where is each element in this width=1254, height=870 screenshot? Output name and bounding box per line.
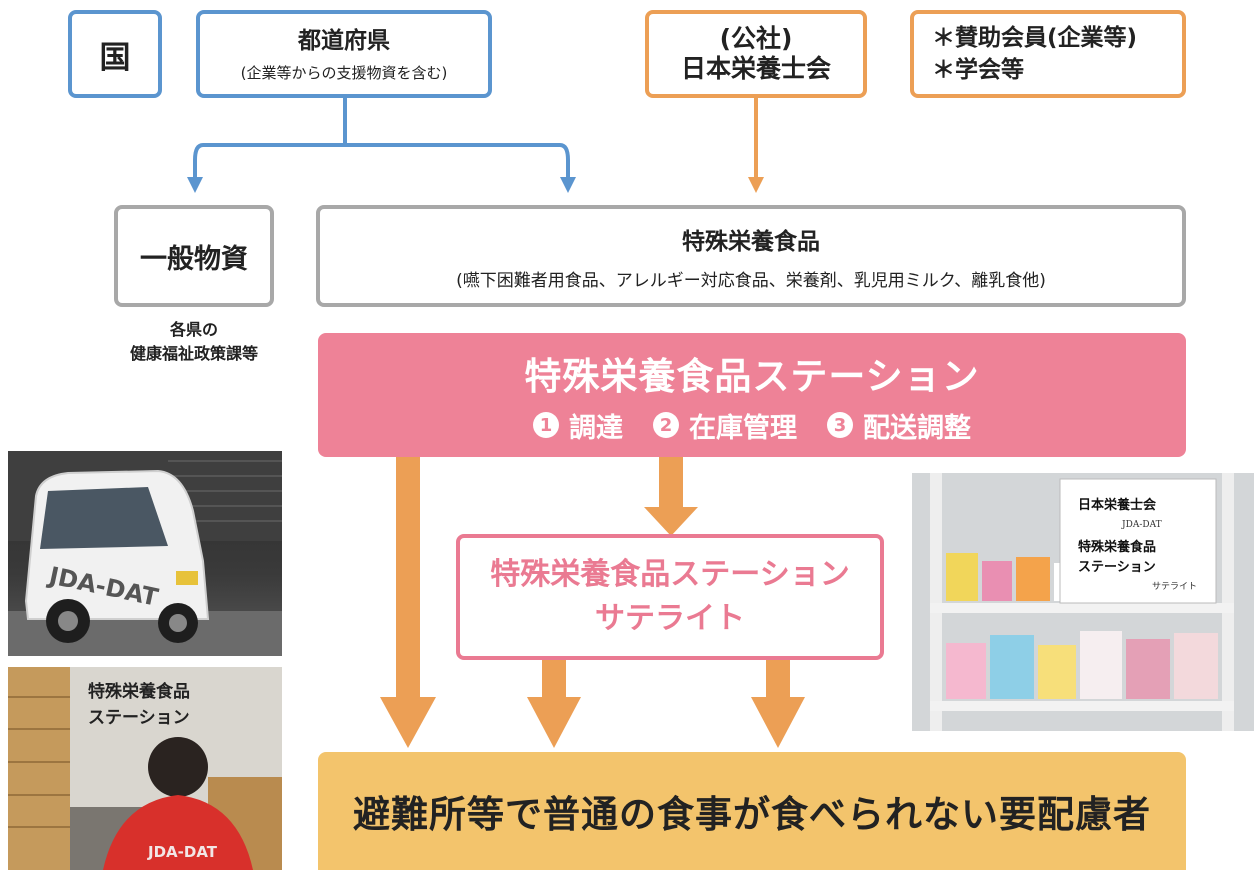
prefecture-title: 都道府県 [298,27,390,54]
station-title: 特殊栄養食品ステーション [524,354,980,398]
special-food-title: 特殊栄養食品 [682,228,820,255]
national-government-label: 国 [99,39,131,76]
general-supplies-note-line1: 各県の [169,320,218,339]
satellite-to-target-arrow-right [751,660,805,748]
boxes-sign-line2: ステーション [88,708,190,728]
step-number-badge: 2 [653,412,679,438]
jda-box: (公社) 日本栄養士会 [645,10,867,98]
step-label: 在庫管理 [689,412,797,444]
jda-line1: (公社) [719,24,793,53]
boxes-shirt-text: JDA-DAT [147,843,218,861]
station-step-procurement: 1 調達 [533,406,623,445]
supporters-line1: ＊賛助会員(企業等) [932,25,1138,51]
jda-line2: 日本栄養士会 [680,54,831,83]
prefecture-note: (企業等からの支援物資を含む) [240,63,448,82]
step-label: 配送調整 [863,412,971,444]
special-food-box: 特殊栄養食品 (嚥下困難者用食品、アレルギー対応食品、栄養剤、乳児用ミルク、離乳… [316,205,1186,307]
prefecture-connector [187,98,576,193]
station-to-target-arrow [380,457,436,748]
station-to-satellite-arrow [644,457,698,536]
step-number-badge: 3 [827,412,853,438]
van-photo: JDA-DAT [8,451,282,656]
station-step-delivery: 3 配送調整 [827,406,971,445]
satellite-line1: 特殊栄養食品ステーション [490,557,850,592]
general-supplies-note-line2: 健康福祉政策課等 [129,344,258,363]
general-supplies-note: 各県の 健康福祉政策課等 [100,318,288,366]
satellite-to-target-arrow-left [527,660,581,748]
satellite-line2: サテライト [595,601,745,636]
shelf-sign-line5: サテライト [1152,581,1197,592]
boxes-illustration: 特殊栄養食品 ステーション JDA-DAT [8,667,282,870]
supporters-box: ＊賛助会員(企業等) ＊学会等 [910,10,1186,98]
step-number-badge: 1 [533,412,559,438]
boxes-sign-line1: 特殊栄養食品 [88,681,190,702]
national-government-box: 国 [68,10,162,98]
station-step-inventory: 2 在庫管理 [653,406,797,445]
special-food-examples: (嚥下困難者用食品、アレルギー対応食品、栄養剤、乳児用ミルク、離乳食他) [456,270,1046,291]
step-label: 調達 [569,412,623,444]
station-boxes-photo: 特殊栄養食品 ステーション JDA-DAT [8,667,282,870]
shelf-illustration: 日本栄養士会 JDA-DAT 特殊栄養食品 ステーション サテライト [912,473,1254,731]
target-recipients-box: 避難所等で普通の食事が食べられない要配慮者 [318,752,1186,870]
supporters-line2: ＊学会等 [932,57,1024,83]
general-supplies-box: 一般物資 [114,205,274,307]
satellite-station-box: 特殊栄養食品ステーション サテライト [456,534,884,660]
special-food-station-box: 特殊栄養食品ステーション 1 調達 2 在庫管理 3 配送調整 [318,333,1186,457]
station-steps: 1 調達 2 在庫管理 3 配送調整 [533,406,971,445]
satellite-shelf-photo: 日本栄養士会 JDA-DAT 特殊栄養食品 ステーション サテライト [912,473,1254,731]
van-illustration: JDA-DAT [8,451,282,656]
target-label: 避難所等で普通の食事が食べられない要配慮者 [353,793,1151,836]
shelf-sign-line3: 特殊栄養食品 [1078,539,1156,555]
general-supplies-label: 一般物資 [140,243,248,275]
prefecture-box: 都道府県 (企業等からの支援物資を含む) [196,10,492,98]
shelf-sign-line4: ステーション [1078,560,1156,575]
shelf-sign-line2: JDA-DAT [1121,520,1162,530]
shelf-sign-line1: 日本栄養士会 [1078,497,1157,513]
